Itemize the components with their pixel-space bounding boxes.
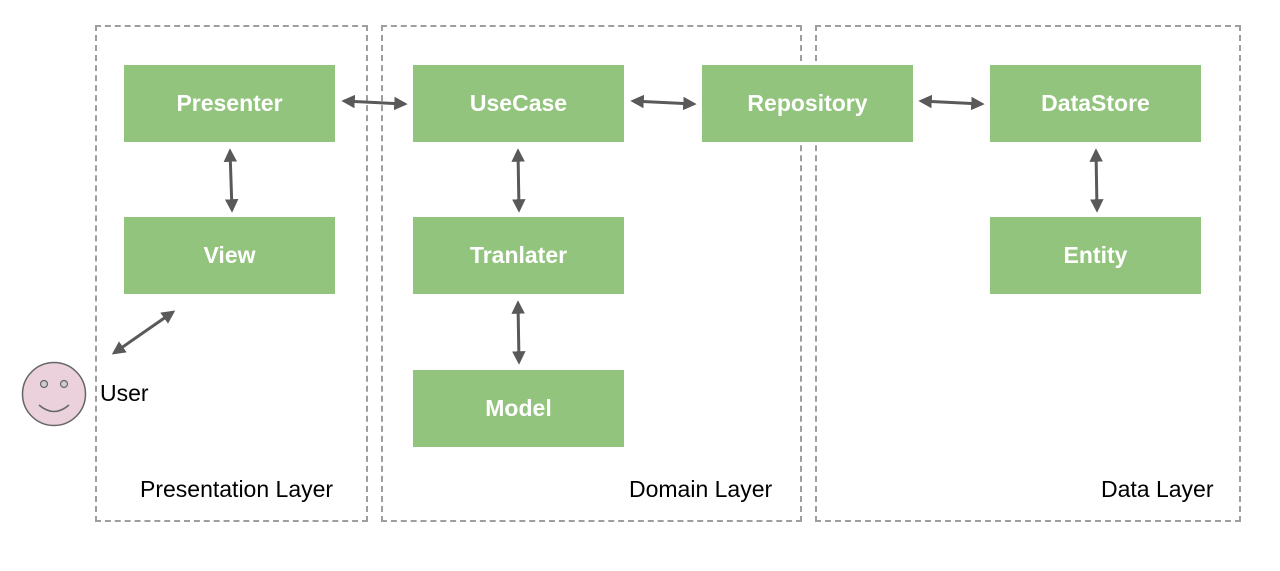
user-view-arrow (111, 310, 176, 355)
usecase-box: UseCase (413, 65, 624, 142)
repository-datastore-arrow (918, 94, 985, 111)
repository-box: Repository (702, 65, 913, 142)
presenter-usecase-arrow (341, 94, 408, 111)
tranlater-model-arrow (511, 300, 526, 365)
data-layer-label: Data Layer (1101, 476, 1214, 502)
domain-layer-container (381, 25, 802, 522)
data-layer-container (815, 25, 1241, 522)
datastore-entity-arrow (1089, 148, 1104, 213)
presentation-layer-label: Presentation Layer (140, 476, 334, 502)
smiley-face-icon (21, 361, 87, 427)
view-box: View (124, 217, 335, 294)
entity-box: Entity (990, 217, 1201, 294)
presentation-layer-container (95, 25, 368, 522)
tranlater-box: Tranlater (413, 217, 624, 294)
usecase-repository-arrow (630, 94, 697, 111)
datastore-box: DataStore (990, 65, 1201, 142)
user-label: User (100, 380, 149, 406)
model-box: Model (413, 370, 624, 447)
domain-layer-label: Domain Layer (629, 476, 773, 502)
usecase-tranlater-arrow (511, 148, 526, 213)
presenter-box: Presenter (124, 65, 335, 142)
presenter-view-arrow (223, 148, 239, 213)
